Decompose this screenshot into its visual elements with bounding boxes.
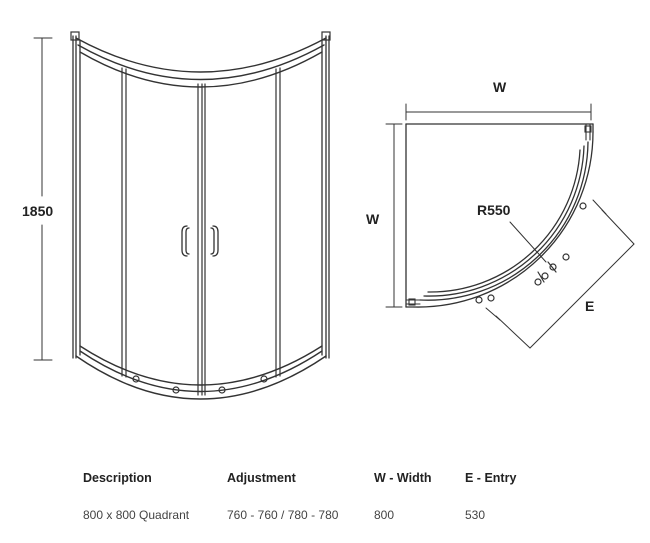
door-handle-left-icon [181, 225, 190, 257]
bottom-rail [75, 345, 327, 400]
height-label: 1850 [22, 203, 53, 219]
door-track [419, 141, 589, 301]
header-description: Description [83, 471, 152, 485]
height-dimension [33, 37, 53, 361]
cell-adjustment: 760 - 760 / 780 - 780 [227, 508, 339, 522]
radius-label: R550 [477, 202, 511, 218]
left-post [70, 31, 81, 359]
plan-rollers [475, 202, 587, 304]
side-width-dimension [385, 123, 403, 308]
fixed-panels [121, 67, 281, 378]
front-view [33, 31, 331, 400]
shower-enclosure-drawing: 1850 [22, 31, 635, 400]
tray-outline [405, 123, 594, 308]
header-adjustment: Adjustment [227, 471, 296, 485]
entry-label: E [585, 298, 594, 314]
table-header-row: Description Adjustment W - Width E - Ent… [83, 468, 545, 488]
plan-width-label-side: W [366, 211, 380, 227]
cell-width: 800 [374, 508, 395, 522]
plan-view [385, 103, 635, 349]
entry-dimension [485, 199, 635, 349]
top-width-dimension [405, 103, 592, 121]
header-entry: E - Entry [465, 471, 517, 485]
right-post [321, 31, 331, 359]
plan-width-label-top: W [493, 79, 507, 95]
table-row: 800 x 800 Quadrant 760 - 760 / 780 - 780… [83, 488, 545, 522]
wall-profiles [405, 123, 592, 306]
sliding-doors [197, 83, 206, 396]
radius-leader [509, 221, 547, 263]
top-rail [75, 37, 327, 88]
header-width: W - Width [374, 471, 432, 485]
specification-table: Description Adjustment W - Width E - Ent… [83, 468, 545, 522]
cell-entry: 530 [465, 508, 486, 522]
door-rollers [132, 375, 268, 394]
door-handle-right-icon [210, 225, 219, 257]
cell-description: 800 x 800 Quadrant [83, 508, 190, 522]
